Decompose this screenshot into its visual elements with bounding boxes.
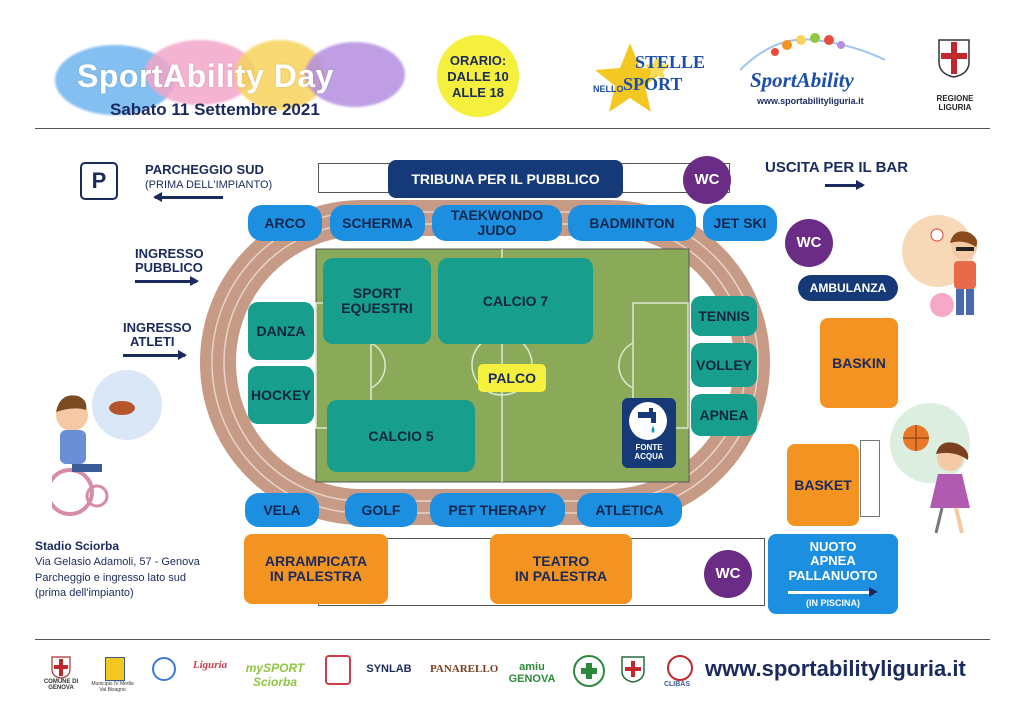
venue-note: Parcheggio e ingresso lato sud (prima de… <box>35 572 187 599</box>
blind-child-illustration <box>902 205 987 325</box>
sport-word: SPORT <box>623 74 683 94</box>
sportability-wordmark: SportAbility <box>750 68 854 92</box>
ambulanza: AMBULANZA <box>798 275 898 301</box>
fonte-acqua: FONTE ACQUA <box>622 398 676 468</box>
zone-taekwondo-judo: TAEKWONDO JUDO <box>432 205 562 241</box>
zone-volley: VOLLEY <box>691 343 757 387</box>
zone-hockey: HOCKEY <box>248 366 314 424</box>
sponsor-municipio: Municipio IV Media Val Bisagno <box>91 681 134 693</box>
zone-calcio-5: CALCIO 5 <box>327 400 475 472</box>
venue-address: Via Gelasio Adamoli, 57 - Genova <box>35 556 200 568</box>
coat-of-arms-icon <box>938 39 970 78</box>
sponsor-red-cross-icon <box>620 655 646 683</box>
sponsor-green-cross-icon <box>573 655 605 687</box>
orario-from: DALLE 10 <box>447 69 509 84</box>
zone-vela: VELA <box>245 493 319 527</box>
parcheggio-sud-note: (PRIMA DELL'IMPIANTO) <box>145 179 273 191</box>
zone-pet-therapy: PET THERAPY <box>430 493 565 527</box>
sponsor-globe-icon <box>152 657 176 681</box>
zone-arrampicata: ARRAMPICATA IN PALESTRA <box>244 534 388 604</box>
arrow-right-icon <box>788 587 878 597</box>
event-date: Sabato 11 Settembre 2021 <box>110 100 320 119</box>
wheelchair-child-illustration <box>52 370 162 525</box>
zone-basket: BASKET <box>787 444 859 526</box>
piscina-note: (IN PISCINA) <box>806 598 860 608</box>
ingresso-pubblico-line2: PUBBLICO <box>135 260 203 275</box>
zone-apnea: APNEA <box>691 394 757 436</box>
wc-bottom: WC <box>704 550 752 598</box>
zone-scherma: SCHERMA <box>330 205 425 241</box>
sponsor-comune-genova: COMUNE DI GENOVA <box>43 679 79 691</box>
water-tap-icon <box>629 402 667 440</box>
arrow-right-icon <box>123 350 187 360</box>
zone-jet-ski: JET SKI <box>703 205 777 241</box>
nello-word: NELLO <box>593 84 624 94</box>
star-icon <box>595 43 670 112</box>
arrow-left-icon <box>153 192 223 202</box>
sportability-url-small: www.sportabilityliguria.it <box>757 96 864 106</box>
comune-crest-icon <box>51 656 71 679</box>
basket-court-outline <box>860 440 880 517</box>
zone-golf: GOLF <box>345 493 417 527</box>
regione-liguria-logo: REGIONE LIGURIA <box>920 38 990 112</box>
zone-atletica: ATLETICA <box>577 493 682 527</box>
zone-danza: DANZA <box>248 302 314 360</box>
sponsor-strip: COMUNE DI GENOVA Municipio IV Media Val … <box>40 655 693 695</box>
prosthetic-girl-illustration <box>890 398 990 538</box>
clibas-icon <box>667 655 693 681</box>
zone-arco: ARCO <box>248 205 322 241</box>
ingresso-atleti-line1: INGRESSO <box>123 320 192 335</box>
sportability-logo: SportAbility www.sportabilityliguria.it <box>735 30 890 110</box>
arrow-right-icon <box>825 180 865 190</box>
orario-label: ORARIO: <box>449 53 507 68</box>
orario-to: ALLE 18 <box>451 85 504 100</box>
tribuna-pubblico: TRIBUNA PER IL PUBBLICO <box>388 160 623 198</box>
ingresso-atleti-line2: ATLETI <box>130 334 175 349</box>
sponsor-liguria: Liguria <box>192 659 228 671</box>
zone-piscina: NUOTO APNEA PALLANUOTO (IN PISCINA) <box>768 534 898 614</box>
dots-arc-icon <box>739 33 886 71</box>
zone-baskin: BASKIN <box>820 318 898 408</box>
parcheggio-sud-label: PARCHEGGIO SUD <box>145 162 264 177</box>
stelle-word: STELLE <box>635 52 706 72</box>
schedule-badge: ORARIO: DALLE 10 ALLE 18 <box>437 35 519 117</box>
municipio-crest-icon <box>105 657 125 681</box>
sponsor-clibas: CLIBAS <box>663 681 691 688</box>
sponsor-synlab: SYNLAB <box>366 663 412 675</box>
arrow-right-icon <box>135 276 199 286</box>
zone-teatro: TEATRO IN PALESTRA <box>490 534 632 604</box>
zone-palco: PALCO <box>478 364 546 392</box>
sponsor-panarello: PANARELLO <box>430 663 499 675</box>
footer-divider <box>35 639 990 640</box>
uscita-bar-label: USCITA PER IL BAR <box>765 159 909 176</box>
wc-right: WC <box>785 219 833 267</box>
parking-icon: P <box>80 162 118 200</box>
fonte-acqua-label: FONTE ACQUA <box>634 443 664 461</box>
footer-url[interactable]: www.sportabilityliguria.it <box>705 656 966 681</box>
zone-calcio-7: CALCIO 7 <box>438 258 593 344</box>
sponsor-amiu: amiu GENOVA <box>508 661 556 685</box>
stelle-nello-sport-logo: STELLE NELLO SPORT <box>585 38 705 118</box>
zone-sport-equestri: SPORT EQUESTRI <box>323 258 431 344</box>
ingresso-pubblico-line1: INGRESSO <box>135 246 204 261</box>
venue-name: Stadio Sciorba <box>35 539 120 553</box>
header-divider <box>35 128 990 129</box>
sponsor-mysport-sciorba: mySPORT Sciorba <box>245 661 305 689</box>
wc-top: WC <box>683 156 731 204</box>
zone-badminton: BADMINTON <box>568 205 696 241</box>
sponsor-badge-icon <box>325 655 351 685</box>
piscina-label: NUOTO APNEA PALLANUOTO <box>788 539 878 583</box>
title-logo: SportAbility Day <box>55 40 415 125</box>
zone-tennis: TENNIS <box>691 296 757 336</box>
event-title: SportAbility Day <box>77 58 334 94</box>
regione-label: REGIONE LIGURIA <box>936 94 974 112</box>
